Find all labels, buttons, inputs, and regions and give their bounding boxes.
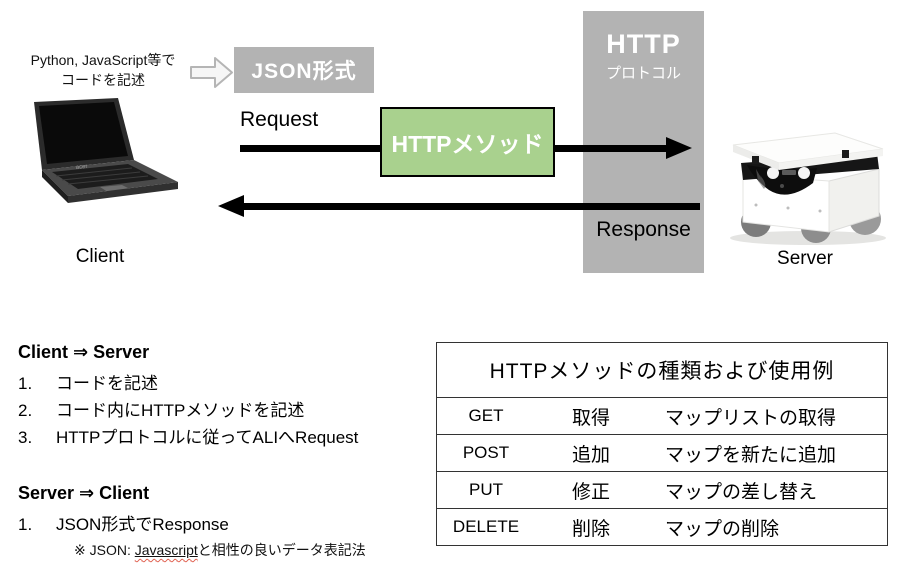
svg-text:acer: acer bbox=[76, 164, 88, 171]
footnote-underlined-word: Javascript bbox=[134, 542, 198, 558]
example-cell: マップの削除 bbox=[665, 518, 780, 540]
list-item-number: 1. bbox=[18, 515, 33, 534]
client-to-server-list: 1. コードを記述 2. コード内にHTTPメソッドを記述 3. HTTPプロト… bbox=[18, 370, 438, 451]
code-note-line2: コードを記述 bbox=[61, 72, 145, 88]
code-note: Python, JavaScript等で コードを記述 bbox=[14, 50, 192, 90]
request-arrowhead-icon bbox=[666, 137, 692, 159]
code-note-line1: Python, JavaScript等で bbox=[30, 52, 176, 68]
example-cell: マップの差し替え bbox=[665, 481, 818, 503]
method-cell: POST bbox=[462, 443, 510, 462]
server-label: Server bbox=[777, 248, 833, 269]
table-row: DELETE 削除 マップの削除 bbox=[437, 509, 887, 545]
response-arrowhead-icon bbox=[218, 195, 244, 217]
json-format-box: JSON形式 bbox=[234, 47, 374, 93]
footnote-prefix: ※ JSON: bbox=[74, 542, 135, 558]
list-item-text: コード内にHTTPメソッドを記述 bbox=[56, 401, 305, 420]
response-arrow-line bbox=[242, 203, 700, 210]
list-item-number: 1. bbox=[18, 374, 33, 393]
list-item-number: 3. bbox=[18, 428, 33, 447]
list-item-text: コードを記述 bbox=[56, 374, 158, 393]
example-cell: マップを新たに追加 bbox=[665, 444, 837, 466]
response-label: Response bbox=[596, 218, 691, 241]
action-cell: 追加 bbox=[571, 444, 610, 466]
json-footnote: ※ JSON: Javascriptと相性の良いデータ表記法 bbox=[74, 540, 366, 560]
table-row: GET 取得 マップリストの取得 bbox=[437, 398, 887, 435]
client-to-server-heading: Client ⇒ Server bbox=[18, 342, 150, 362]
list-item: 2. コード内にHTTPメソッドを記述 bbox=[18, 397, 438, 424]
list-item: 1. JSON形式でResponse bbox=[18, 511, 438, 538]
method-cell: DELETE bbox=[452, 517, 520, 536]
method-cell: GET bbox=[468, 406, 504, 425]
table-row: PUT 修正 マップの差し替え bbox=[437, 472, 887, 509]
laptop-image: acer bbox=[34, 98, 178, 203]
request-label: Request bbox=[240, 108, 319, 131]
server-robot-image bbox=[730, 132, 886, 245]
http-methods-table: HTTPメソッドの種類および使用例 GET 取得 マップリストの取得 POST … bbox=[436, 342, 888, 546]
action-cell: 取得 bbox=[571, 407, 610, 429]
client-label: Client bbox=[75, 246, 125, 267]
action-cell: 削除 bbox=[571, 518, 610, 540]
table-title: HTTPメソッドの種類および使用例 bbox=[437, 343, 887, 398]
list-item: 3. HTTPプロトコルに従ってALIへRequest bbox=[18, 424, 438, 451]
method-cell: PUT bbox=[469, 480, 503, 499]
list-item-text: JSON形式でResponse bbox=[56, 515, 229, 534]
action-cell: 修正 bbox=[571, 481, 610, 503]
list-item-text: HTTPプロトコルに従ってALIへRequest bbox=[56, 428, 359, 447]
http-protocol-subtitle: プロトコル bbox=[605, 65, 681, 82]
notes-section: Client ⇒ Server 1. コードを記述 2. コード内にHTTPメソ… bbox=[18, 340, 438, 538]
table-row: POST 追加 マップを新たに追加 bbox=[437, 435, 887, 472]
http-protocol-title: HTTP bbox=[606, 29, 681, 59]
server-to-client-list: 1. JSON形式でResponse bbox=[18, 511, 438, 538]
server-to-client-heading: Server ⇒ Client bbox=[18, 483, 150, 503]
footnote-suffix: と相性の良いデータ表記法 bbox=[197, 542, 366, 558]
http-method-box: HTTPメソッド bbox=[380, 107, 555, 177]
block-arrow-icon bbox=[190, 57, 233, 88]
list-item-number: 2. bbox=[18, 401, 33, 420]
list-item: 1. コードを記述 bbox=[18, 370, 438, 397]
example-cell: マップリストの取得 bbox=[665, 407, 837, 429]
